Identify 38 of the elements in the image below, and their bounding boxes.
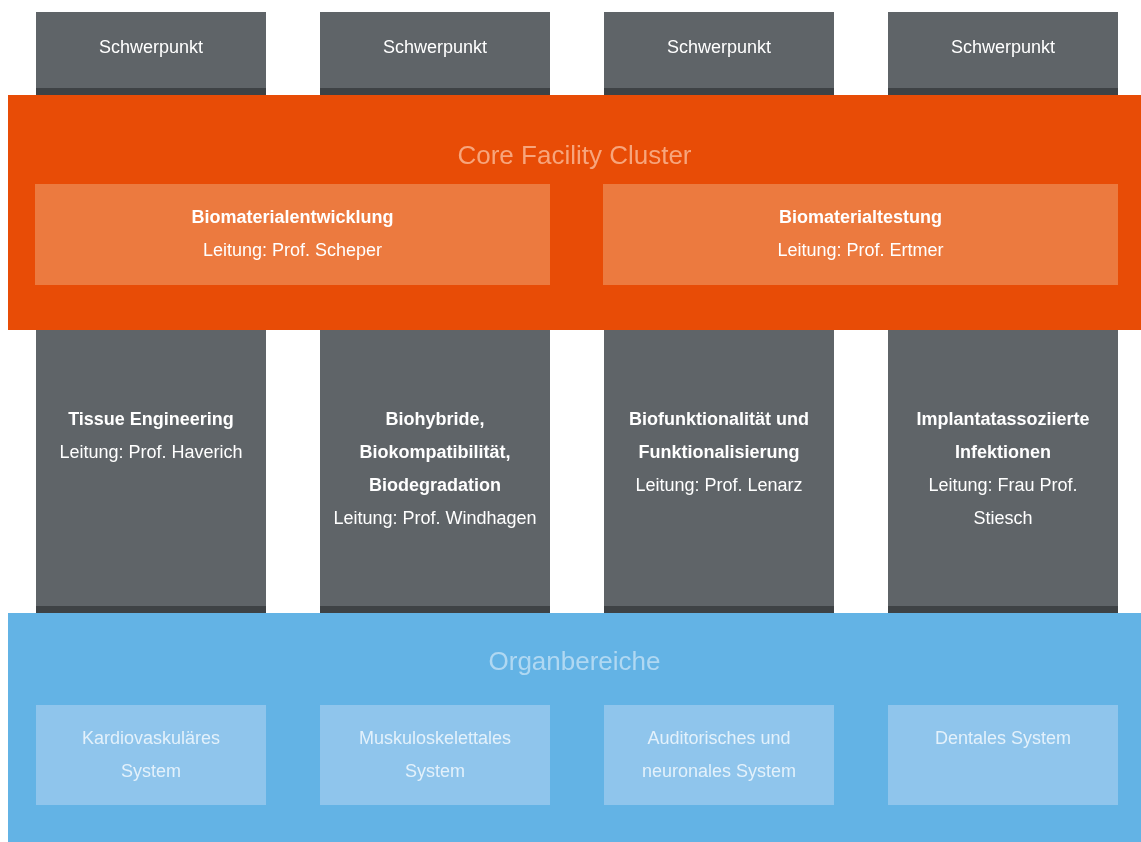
organ-box	[604, 705, 834, 805]
focus-box	[604, 12, 834, 96]
pillar-lead: Leitung: Frau Prof. Stiesch	[927, 474, 1079, 530]
pillar-title: Biofunktionalität und Funktionalisierung	[628, 408, 810, 464]
focus-box	[888, 12, 1118, 96]
box-label: Schwerpunkt	[666, 36, 772, 59]
pillar-lead: Leitung: Prof. Windhagen	[333, 507, 537, 530]
pillar-title: Implantatassoziierte Infektionen	[915, 408, 1091, 464]
facility-box	[35, 184, 550, 285]
organ-box	[36, 705, 266, 805]
box-label: Schwerpunkt	[382, 36, 488, 59]
facility-title: Biomaterialentwicklung	[191, 206, 394, 229]
box-label: Dentales System	[934, 727, 1072, 750]
pillar-title: Tissue Engineering	[68, 408, 234, 431]
organ-band	[8, 613, 1141, 842]
organ-box	[320, 705, 550, 805]
box-label: Schwerpunkt	[950, 36, 1056, 59]
cluster-band	[8, 95, 1141, 330]
box-label: Auditorisches und neuronales System	[640, 727, 798, 783]
organ-box	[888, 705, 1118, 805]
pillar-lead: Leitung: Prof. Lenarz	[635, 474, 803, 497]
focus-pillar	[36, 330, 266, 614]
pillar-title: Biohybride, Biokompatibilität, Biodegradation	[358, 408, 512, 497]
band-title: Organbereiche	[488, 645, 661, 678]
box-label: Muskuloskelettales System	[357, 727, 513, 783]
facility-box	[603, 184, 1118, 285]
focus-pillar	[888, 330, 1118, 614]
box-label: Kardiovaskuläres System	[80, 727, 222, 783]
box-label: Schwerpunkt	[98, 36, 204, 59]
facility-lead: Leitung: Prof. Ertmer	[777, 239, 944, 262]
focus-box	[320, 12, 550, 96]
facility-title: Biomaterialtestung	[779, 206, 942, 229]
focus-box	[36, 12, 266, 96]
band-title: Core Facility Cluster	[457, 139, 692, 172]
facility-lead: Leitung: Prof. Scheper	[202, 239, 383, 262]
focus-pillar	[320, 330, 550, 614]
focus-pillar	[604, 330, 834, 614]
pillar-lead: Leitung: Prof. Haverich	[59, 441, 243, 464]
